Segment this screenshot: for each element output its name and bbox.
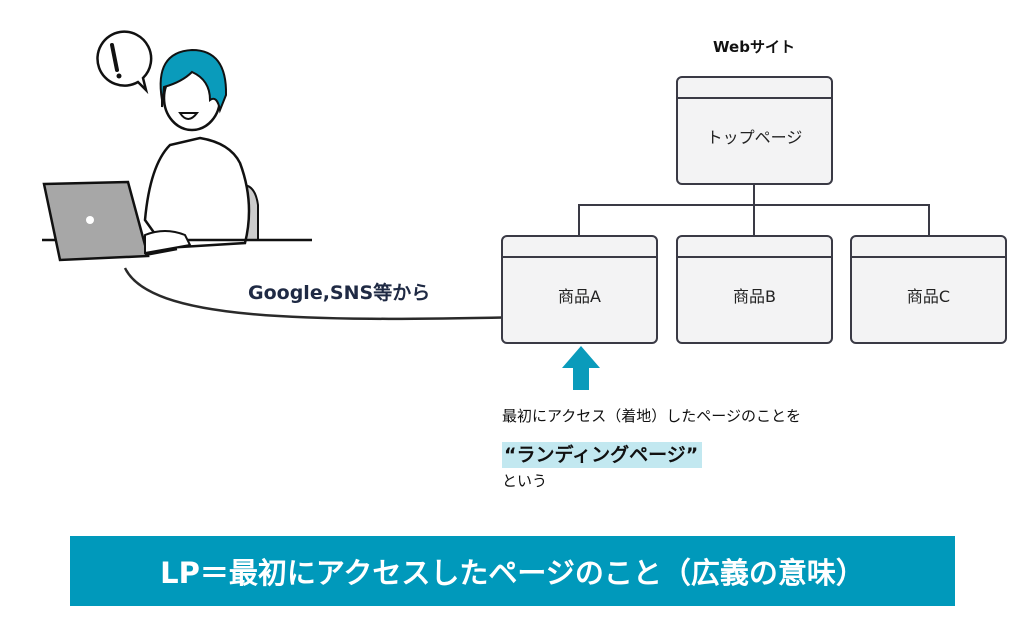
product-c-box: 商品C: [850, 235, 1007, 344]
product-a-box: 商品A: [501, 235, 658, 344]
summary-banner: LP＝最初にアクセスしたページのこと（広義の意味）: [70, 536, 955, 606]
speech-bubble-icon: [96, 30, 153, 95]
product-b-label: 商品B: [733, 286, 776, 306]
product-a-label: 商品A: [558, 286, 601, 306]
caption-line3: という: [502, 472, 548, 490]
product-c-label: 商品C: [906, 286, 951, 306]
site-title: Webサイト: [713, 38, 795, 56]
top-page-box: トップページ: [676, 76, 833, 185]
person-laptop-illustration: [42, 30, 312, 262]
up-arrow-icon: [562, 346, 600, 390]
banner-text: LP＝最初にアクセスしたページのこと（広義の意味）: [160, 556, 865, 590]
top-page-label: トップページ: [706, 127, 803, 147]
source-label: Google,SNS等から: [248, 282, 431, 304]
product-b-box: 商品B: [676, 235, 833, 344]
caption-line1: 最初にアクセス（着地）したページのことを: [502, 407, 801, 425]
caption-highlight: “ランディングページ”: [502, 442, 703, 468]
